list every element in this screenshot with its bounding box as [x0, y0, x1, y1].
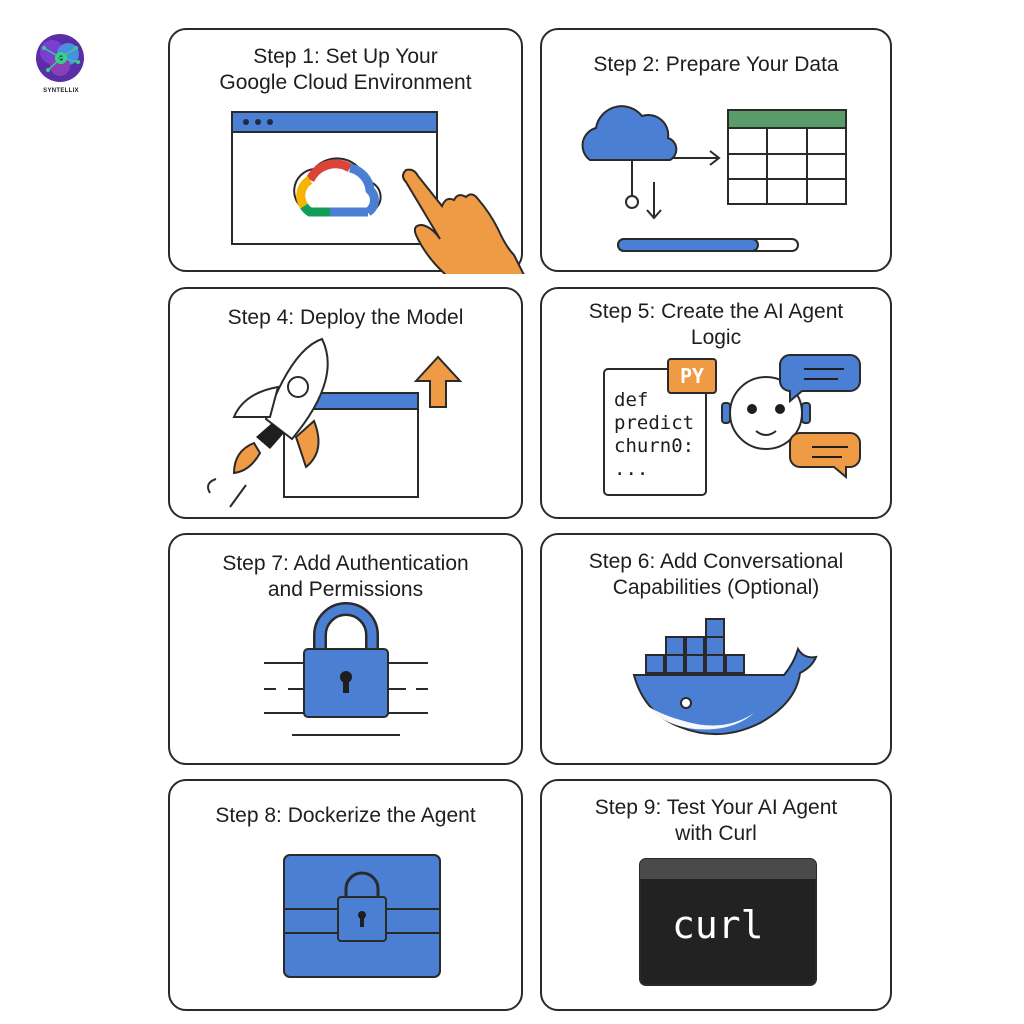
python-badge: PY	[679, 364, 705, 388]
step-2-title: Step 2: Prepare Your Data	[593, 53, 839, 76]
terminal-icon	[639, 858, 817, 986]
step-8-card: Step 8: Dockerize the Agent	[168, 779, 523, 1011]
step-8-title: Step 8: Dockerize the Agent	[215, 804, 476, 827]
step-9-card: Step 9: Test Your AI Agent with Curl cur…	[540, 779, 892, 1011]
step-4-card: Step 4: Deploy the Model	[168, 287, 523, 519]
step-7-title: Step 7: Add Authentication and Permissio…	[222, 552, 469, 601]
step-1-title: Step 1: Set Up Your Google Cloud Environ…	[219, 45, 472, 94]
step-5-title: Step 5: Create the AI Agent Logic	[588, 300, 844, 349]
locked-box-icon	[283, 854, 441, 978]
brand-name: SYNTELLIX	[43, 88, 79, 94]
robot-chat-icon	[603, 354, 861, 496]
rocket-icon	[207, 337, 463, 508]
step-9-title: Step 9: Test Your AI Agent with Curl	[594, 796, 838, 845]
step-6-title: Step 6: Add Conversational Capabilities …	[588, 550, 844, 599]
brain-circuit-icon	[36, 34, 84, 82]
step-1-card: Step 1: Set Up Your Google Cloud Environ…	[168, 28, 525, 274]
padlock-icon	[264, 602, 428, 736]
step-5-card: Step 5: Create the AI Agent Logic PY def…	[540, 287, 892, 519]
step-6-card: Step 6: Add Conversational Capabilities …	[540, 533, 892, 765]
step-2-card: Step 2: Prepare Your Data	[540, 28, 892, 272]
terminal-text: curl	[672, 903, 764, 947]
step-4-title: Step 4: Deploy the Model	[227, 306, 464, 329]
cloud-to-table-icon	[581, 105, 847, 252]
google-cloud-browser-icon	[231, 111, 525, 274]
docker-whale-icon	[632, 618, 818, 736]
step-7-card: Step 7: Add Authentication and Permissio…	[168, 533, 523, 765]
brand-logo: SYNTELLIX	[30, 30, 92, 100]
